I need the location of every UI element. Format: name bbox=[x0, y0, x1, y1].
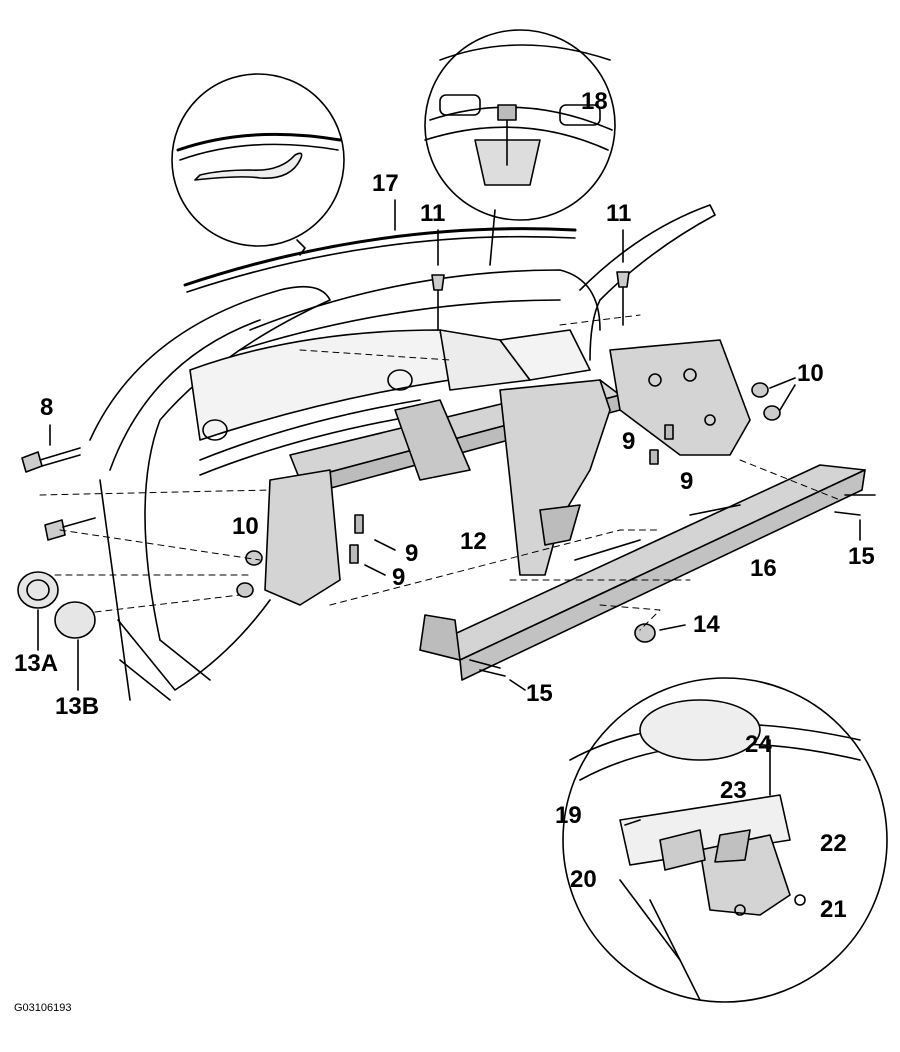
clips-9 bbox=[349, 424, 674, 576]
callout-15: 15 bbox=[848, 543, 875, 570]
cross-car-beam bbox=[264, 339, 751, 606]
detail-circle-seal bbox=[171, 73, 345, 256]
body-frame bbox=[89, 204, 716, 701]
callout-9: 9 bbox=[405, 540, 419, 567]
callout-13b: 13B bbox=[55, 693, 100, 720]
detail-circle-module bbox=[562, 677, 888, 1003]
callout-20: 20 bbox=[570, 866, 597, 893]
callout-22: 22 bbox=[820, 830, 847, 857]
bolts-11 bbox=[431, 229, 630, 331]
grommets-13 bbox=[17, 571, 96, 691]
callout-12: 12 bbox=[460, 528, 487, 555]
callout-13a: 13A bbox=[14, 650, 59, 677]
callout-9: 9 bbox=[622, 428, 636, 455]
lower-reinforcement bbox=[419, 464, 866, 681]
nuts bbox=[236, 377, 796, 643]
callout-18: 18 bbox=[581, 88, 608, 115]
bolts-15 bbox=[469, 494, 876, 691]
assembly-lines bbox=[39, 314, 841, 631]
callout-10: 10 bbox=[232, 513, 259, 540]
callout-8: 8 bbox=[40, 394, 54, 421]
callout-17: 17 bbox=[372, 170, 399, 197]
callout-21: 21 bbox=[820, 896, 847, 923]
callout-23: 23 bbox=[720, 777, 747, 804]
callout-15: 15 bbox=[526, 680, 553, 707]
detail-circle-clip bbox=[424, 29, 616, 266]
weatherstrip bbox=[183, 199, 577, 293]
callout-19: 19 bbox=[555, 802, 582, 829]
callout-10: 10 bbox=[797, 360, 824, 387]
callout-24: 24 bbox=[745, 731, 772, 758]
figure-id: G03106193 bbox=[14, 1002, 72, 1014]
callout-11: 11 bbox=[606, 200, 632, 227]
callout-14: 14 bbox=[693, 611, 720, 638]
callout-9: 9 bbox=[392, 564, 406, 591]
callout-16: 16 bbox=[750, 555, 777, 582]
bolt-8 bbox=[21, 424, 96, 541]
callout-11: 11 bbox=[420, 200, 446, 227]
callout-9: 9 bbox=[680, 468, 694, 495]
